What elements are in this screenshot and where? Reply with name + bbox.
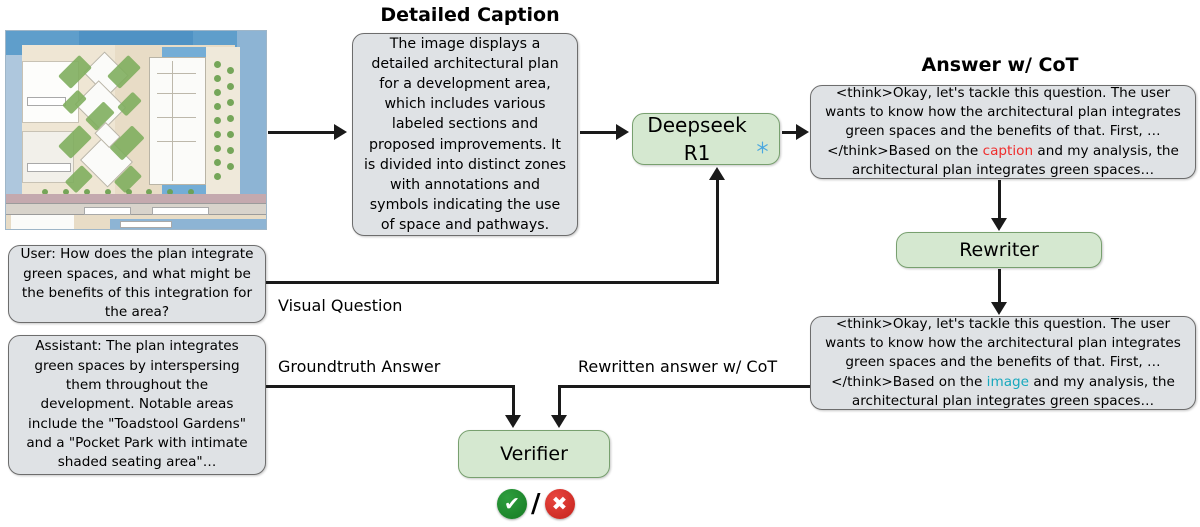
wire-question-vertical bbox=[716, 180, 719, 282]
arrow-rewritten-to-verifier bbox=[551, 415, 567, 428]
edge-label-rewritten-answer: Rewritten answer w/ CoT bbox=[578, 357, 778, 376]
answer-with-cot-text: <think>Okay, let's tackle this question.… bbox=[821, 84, 1185, 180]
wire-rewritten-vertical bbox=[558, 385, 561, 417]
heading-detailed-caption: Detailed Caption bbox=[380, 4, 560, 26]
wire-deepseek-to-answer bbox=[782, 131, 798, 134]
check-circle-icon: ✔ bbox=[497, 489, 527, 519]
wire-rewritten-horizontal bbox=[558, 385, 810, 388]
verifier-label: Verifier bbox=[500, 442, 568, 465]
answer-cot-suffix: and my analysis, the architectural plan … bbox=[851, 142, 1179, 178]
answer-with-cot-box: <think>Okay, let's tackle this question.… bbox=[810, 85, 1196, 179]
wire-caption-to-deepseek bbox=[580, 131, 618, 134]
wire-question-horizontal bbox=[266, 281, 719, 284]
verifier-node[interactable]: Verifier bbox=[458, 430, 610, 478]
answer-cot-prefix: <think>Okay, let's tackle this question.… bbox=[825, 84, 1181, 159]
deepseek-logo-icon bbox=[756, 133, 769, 154]
arrow-rewriter-to-rewritten bbox=[991, 302, 1007, 315]
rewritten-answer-box: <think>Okay, let's tackle this question.… bbox=[810, 316, 1196, 410]
wire-groundtruth-vertical bbox=[512, 385, 515, 417]
arrow-groundtruth-to-verifier bbox=[505, 415, 521, 428]
arrow-caption-to-deepseek bbox=[616, 124, 629, 140]
arrow-image-to-caption bbox=[334, 124, 347, 140]
arrow-deepseek-to-answer bbox=[796, 124, 809, 140]
edge-label-visual-question: Visual Question bbox=[278, 296, 403, 315]
verifier-verdict: ✔ / ✖ bbox=[497, 489, 575, 519]
assistant-answer-text: Assistant: The plan integrates green spa… bbox=[26, 338, 248, 471]
rewriter-label: Rewriter bbox=[959, 238, 1039, 261]
answer-cot-keyword: caption bbox=[982, 142, 1034, 159]
wire-image-to-caption bbox=[268, 131, 336, 134]
cross-circle-icon: ✖ bbox=[544, 489, 575, 519]
user-question-box: User: How does the plan integrate green … bbox=[8, 245, 266, 323]
detailed-caption-text: The image displays a detailed architectu… bbox=[363, 35, 566, 234]
arrow-answer-to-rewriter bbox=[991, 218, 1007, 231]
rewritten-answer-text: <think>Okay, let's tackle this question.… bbox=[821, 315, 1185, 411]
detailed-caption-box: The image displays a detailed architectu… bbox=[352, 33, 578, 236]
heading-answer-with-cot: Answer w/ CoT bbox=[921, 54, 1079, 76]
verdict-separator: / bbox=[531, 489, 541, 519]
edge-label-groundtruth-answer: Groundtruth Answer bbox=[278, 357, 441, 376]
wire-rewriter-to-rewritten bbox=[998, 269, 1001, 303]
rewritten-cot-keyword: image bbox=[986, 373, 1030, 390]
deepseek-r1-node[interactable]: Deepseek R1 bbox=[632, 113, 780, 165]
rewriter-node[interactable]: Rewriter bbox=[896, 232, 1102, 268]
wire-answer-to-rewriter bbox=[998, 180, 1001, 218]
rewritten-cot-prefix: <think>Okay, let's tackle this question.… bbox=[825, 315, 1181, 390]
wire-groundtruth-horizontal bbox=[266, 385, 514, 388]
deepseek-r1-label: Deepseek R1 bbox=[647, 112, 747, 165]
assistant-answer-box: Assistant: The plan integrates green spa… bbox=[8, 335, 266, 475]
arrow-question-to-deepseek bbox=[709, 167, 725, 180]
user-question-text: User: How does the plan integrate green … bbox=[20, 246, 254, 321]
architectural-site-plan-image bbox=[5, 30, 267, 230]
rewritten-cot-suffix: and my analysis, the architectural plan … bbox=[851, 373, 1175, 409]
